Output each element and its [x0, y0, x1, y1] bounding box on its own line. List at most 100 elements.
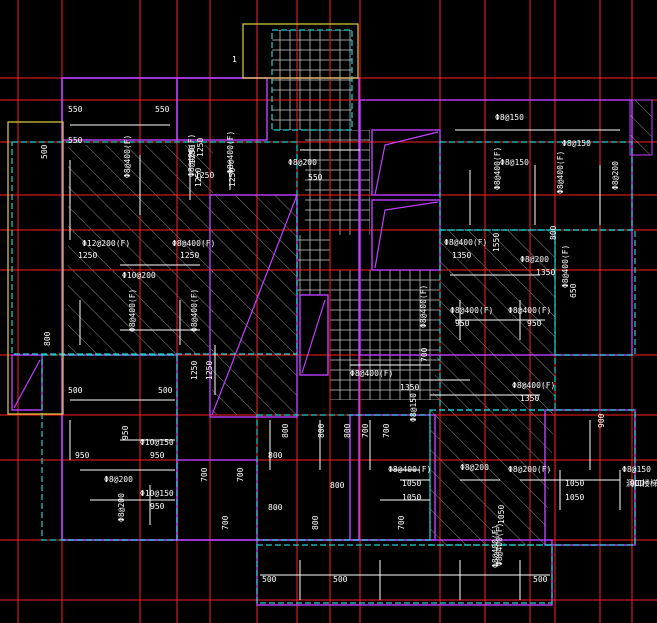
label-500: 500: [262, 575, 277, 584]
opening-diagonal-core: [211, 194, 298, 416]
wall-room-lower-mid: [176, 459, 258, 541]
label-550: 550: [155, 105, 170, 114]
label-950: 950: [75, 451, 90, 460]
label-500: 500: [333, 575, 348, 584]
grid-region-top: [272, 30, 352, 130]
slab-boundary-bottom: [256, 544, 553, 604]
label-rebar: Φ8@400(F): [491, 525, 500, 568]
label-700: 700: [200, 467, 209, 482]
label-rebar: Φ8@400(F): [495, 523, 504, 566]
label-rebar: Φ8@200: [117, 493, 126, 522]
label-1350: 1350: [520, 394, 539, 403]
label-1250: 1250: [228, 168, 237, 187]
label-rebar: Φ8@200: [611, 161, 620, 190]
label-rebar: Φ8@200(F): [508, 465, 551, 474]
opening-diagonals: [13, 131, 439, 416]
label-500: 500: [68, 386, 83, 395]
small-room-diagonal: [13, 359, 41, 409]
rebar-lines: [69, 124, 621, 600]
label-rebar: Φ10@200: [122, 271, 156, 280]
label-rebar: Φ8@200: [104, 475, 133, 484]
label-950: 950: [150, 451, 165, 460]
label-rebar: Φ8@400(F): [450, 306, 493, 315]
label-rebar: Φ8@400(F): [508, 306, 551, 315]
shaft-diagonal: [301, 299, 326, 374]
label-1350: 1350: [400, 383, 419, 392]
slab-boundary-top: [271, 29, 353, 131]
label-rebar: Φ8@150: [495, 113, 524, 122]
wall-small-left: [11, 354, 43, 411]
label-800: 800: [43, 331, 52, 346]
label-700: 700: [221, 515, 230, 530]
label-800: 800: [281, 423, 290, 438]
label-rebar: Φ8@400(F): [123, 135, 132, 178]
label-rebar: Φ8@400(F): [556, 151, 565, 194]
label-900: 900: [630, 479, 645, 488]
label-1250: 1250: [205, 361, 214, 380]
label-1250: 1250: [194, 168, 203, 187]
label-800: 800: [330, 481, 345, 490]
label-1550: 1550: [492, 233, 501, 252]
label-1050: 1050: [565, 479, 584, 488]
hatch-region-right: [430, 230, 555, 545]
label-1050: 1050: [565, 493, 584, 502]
label-1350: 1350: [452, 251, 471, 260]
label-rebar: Φ8@400(F): [187, 134, 196, 177]
stair-diagonal-lower: [374, 201, 439, 269]
yellow-outline-left: [7, 121, 64, 415]
label-550: 550: [68, 105, 83, 114]
label-rebar: Φ10@150: [140, 438, 174, 447]
label-1250: 1250: [180, 251, 199, 260]
wall-stair-lower: [371, 199, 441, 271]
label-900: 900: [597, 413, 606, 428]
label-rebar: Φ8@200: [460, 463, 489, 472]
label-rebar: Φ8@400(F): [388, 465, 431, 474]
label-1: 1: [232, 55, 237, 64]
label-1050: 1050: [402, 493, 421, 502]
label-rebar: Φ10@150: [140, 489, 174, 498]
label-800: 800: [317, 423, 326, 438]
label-700: 700: [397, 515, 406, 530]
label-800: 800: [549, 225, 558, 240]
label-rebar: Φ8@200: [520, 255, 549, 264]
right-wall-block: [629, 99, 653, 156]
label-rebar: Φ8@400(F): [419, 285, 428, 328]
slab-boundaries: [11, 29, 636, 604]
label-rebar: Φ8@400(F): [190, 289, 199, 332]
label-800: 800: [268, 503, 283, 512]
label-1350: 1350: [536, 268, 555, 277]
label-1250: 1250: [196, 138, 205, 157]
label-rebar: Φ8@400(F): [512, 381, 555, 390]
wall-room-upper-right: [359, 99, 633, 356]
label-700: 700: [420, 347, 429, 362]
wall-lower-ext: [256, 539, 553, 606]
right-wall-hatch: [629, 99, 653, 156]
label-700: 700: [236, 467, 245, 482]
label-1050: 1050: [402, 479, 421, 488]
label-rebar: Φ8@150: [500, 158, 529, 167]
yellow-outline-top: [242, 23, 359, 79]
label-rebar: Φ8@400(F): [128, 289, 137, 332]
slab-boundary-lower-center: [256, 414, 431, 541]
label-650: 650: [569, 283, 578, 298]
label-800: 800: [311, 515, 320, 530]
label-950: 950: [455, 319, 470, 328]
annotations: 1 550 550 550 500 Φ8@400(F) Φ8@400(F) 12…: [40, 55, 657, 584]
wall-core: [209, 194, 298, 418]
label-550: 550: [308, 173, 323, 182]
grid-region-low: [330, 270, 440, 400]
yellow-outlines: [7, 23, 359, 415]
label-rebar: Φ12@200(F): [82, 239, 130, 248]
wall-room-upper-mid: [176, 77, 268, 141]
stair-diagonal-upper: [374, 131, 439, 196]
label-rebar: 洞口楼梯: [626, 478, 657, 488]
label-rebar: Φ8@400(F): [172, 239, 215, 248]
label-rebar: Φ8@400(F): [350, 369, 393, 378]
label-1250: 1250: [190, 361, 199, 380]
label-700: 700: [382, 423, 391, 438]
label-500: 500: [158, 386, 173, 395]
label-1250: 1250: [195, 171, 214, 180]
label-rebar: Φ8@400(F): [226, 131, 235, 174]
label-800: 800: [268, 451, 283, 460]
wall-stair-upper: [371, 129, 441, 196]
